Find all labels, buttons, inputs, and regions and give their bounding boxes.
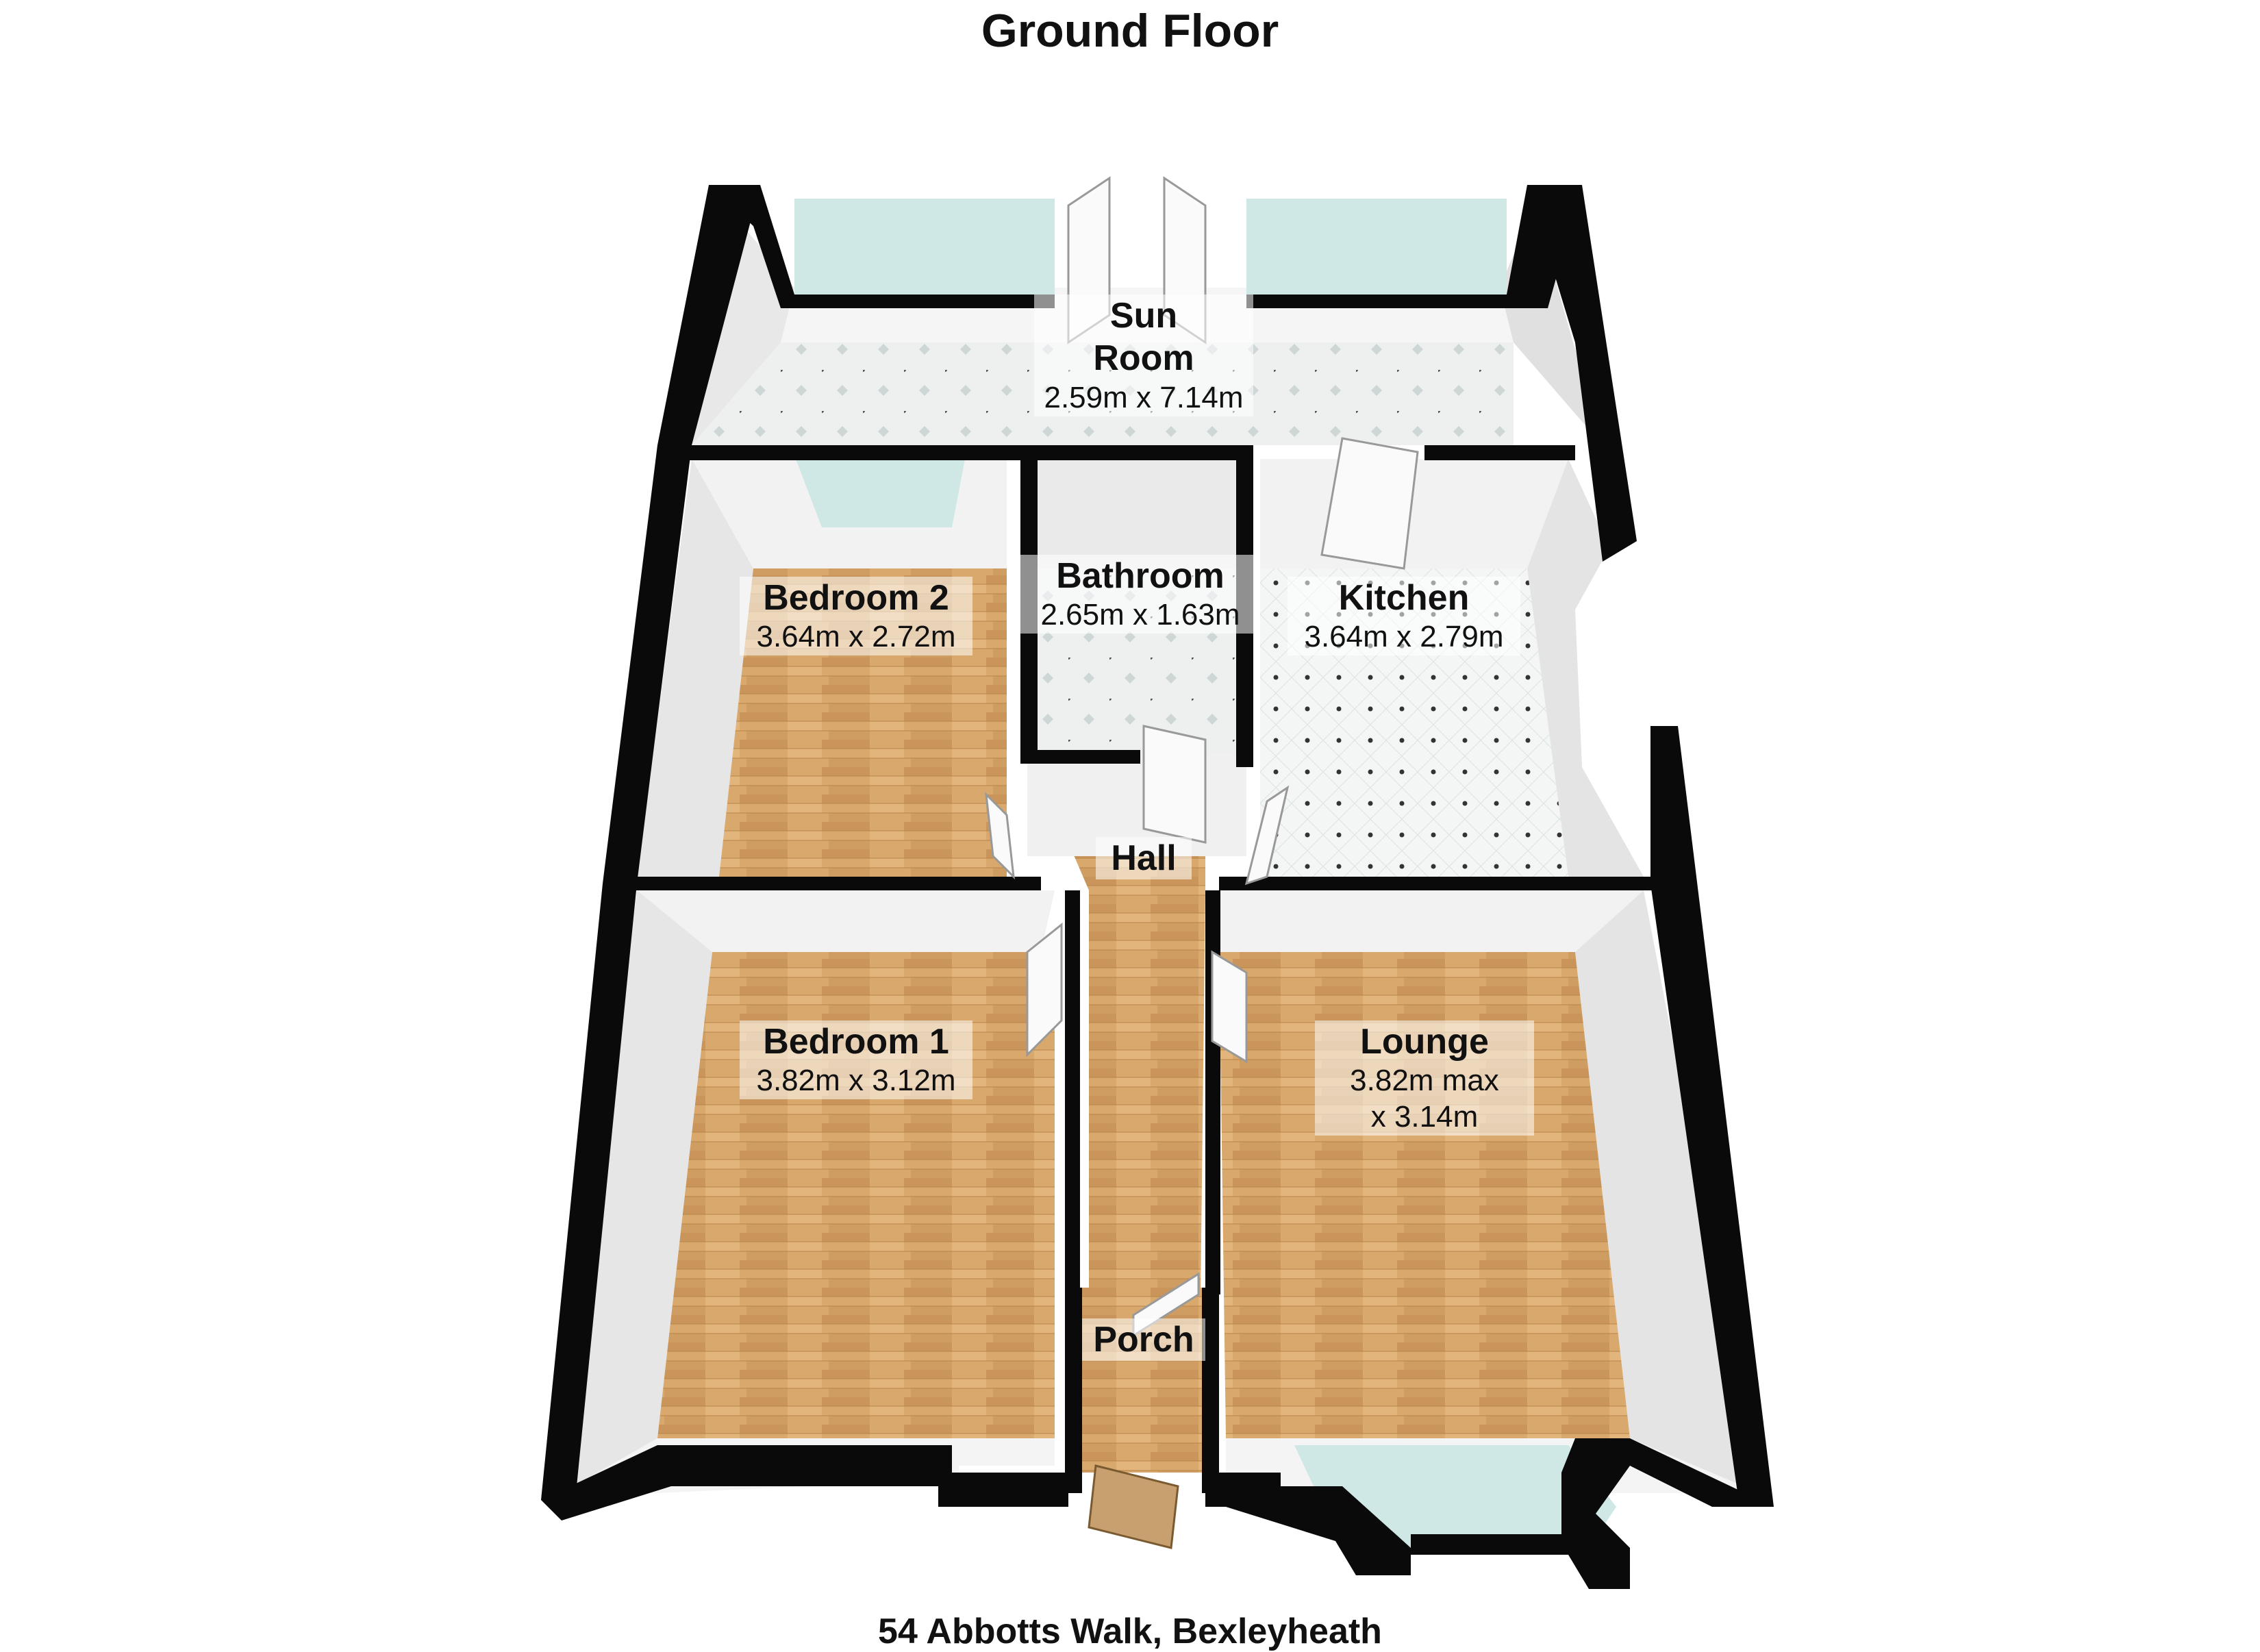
wall-hall-right — [1205, 890, 1220, 1294]
sun-room-window-right — [1246, 199, 1507, 295]
wall-sunroom-divider-mid — [959, 445, 1246, 460]
kitchen-name: Kitchen — [1288, 577, 1520, 620]
bathroom-name: Bathroom — [1020, 555, 1260, 598]
bedroom-2-label: Bedroom 2 3.64m x 2.72m — [740, 577, 972, 656]
lounge-name: Lounge — [1315, 1021, 1534, 1064]
bedroom-2-dims: 3.64m x 2.72m — [740, 619, 972, 656]
sun-room-label: Sun Room 2.59m x 7.14m — [1034, 295, 1253, 416]
kitchen — [1260, 459, 1644, 877]
bedroom-1-label: Bedroom 1 3.82m x 3.12m — [740, 1021, 972, 1100]
kitchen-right-wall — [1527, 459, 1644, 877]
bedroom-1-dims: 3.82m x 3.12m — [740, 1063, 972, 1100]
bedroom-1-back-wall — [637, 890, 1055, 952]
wall-bathroom-bottom — [1020, 750, 1140, 764]
wall-outer-right-lower — [1650, 726, 1774, 1507]
wall-hall-left — [1065, 890, 1080, 1294]
wall-porch-left — [1065, 1288, 1082, 1493]
wall-lounge-bottom — [1205, 1473, 1411, 1575]
sun-room-window-left — [794, 199, 1055, 295]
wall-outer-left — [541, 185, 760, 1500]
kitchen-door[interactable] — [1320, 437, 1419, 570]
lounge-back-wall — [1219, 890, 1644, 952]
bedroom-2-wall-left — [637, 459, 753, 877]
bedroom-1-door[interactable] — [1026, 922, 1063, 1057]
wall-outer-right-upper — [1527, 185, 1637, 562]
wall-sunroom-divider-left — [685, 445, 1041, 460]
wall-lounge-bay — [1411, 1438, 1774, 1589]
sun-room-name-line2: Room — [1034, 337, 1253, 380]
floor-title: Ground Floor — [981, 5, 1279, 57]
hall-label: Hall — [1096, 837, 1192, 880]
bedroom-2 — [637, 455, 1007, 877]
property-address: 54 Abbotts Walk, Bexleyheath — [878, 1612, 1382, 1651]
bedroom-2-window — [794, 455, 966, 527]
wall-mid-left — [630, 877, 1041, 890]
bedroom-1 — [562, 890, 1055, 1493]
porch-name: Porch — [1082, 1318, 1205, 1362]
wall-mid-right — [1219, 877, 1657, 890]
porch-label: Porch — [1082, 1318, 1205, 1362]
bedroom-2-name: Bedroom 2 — [740, 577, 972, 620]
bathroom-label: Bathroom 2.65m x 1.63m — [1020, 555, 1260, 634]
lounge-right-wall — [1575, 890, 1760, 1493]
wall-sunroom-divider-right — [1424, 445, 1575, 460]
bedroom-1-name: Bedroom 1 — [740, 1021, 972, 1064]
kitchen-label: Kitchen 3.64m x 2.79m — [1288, 577, 1520, 656]
bedroom-2-door[interactable] — [985, 791, 1015, 880]
bathroom-door[interactable] — [1142, 725, 1207, 844]
sun-room-dims: 2.59m x 7.14m — [1034, 379, 1253, 416]
walls — [541, 185, 1774, 1589]
bathroom-dims: 2.65m x 1.63m — [1020, 597, 1260, 634]
wall-top-left — [709, 185, 1055, 308]
kitchen-hall-door[interactable] — [1244, 785, 1290, 886]
lounge-label: Lounge 3.82m max x 3.14m — [1315, 1021, 1534, 1136]
lounge-dims-line1: 3.82m max — [1315, 1063, 1534, 1100]
front-door[interactable] — [1088, 1464, 1179, 1549]
lounge-door[interactable] — [1211, 950, 1248, 1064]
bedroom-1-left-wall — [562, 890, 712, 1493]
wall-bedroom1-bottom — [541, 1445, 1068, 1520]
sun-room-name-line1: Sun — [1034, 295, 1253, 338]
lounge-dims-line2: x 3.14m — [1315, 1099, 1534, 1136]
hall-name: Hall — [1096, 837, 1192, 880]
bathroom-back-wall — [1038, 459, 1236, 568]
kitchen-dims: 3.64m x 2.79m — [1288, 619, 1520, 656]
